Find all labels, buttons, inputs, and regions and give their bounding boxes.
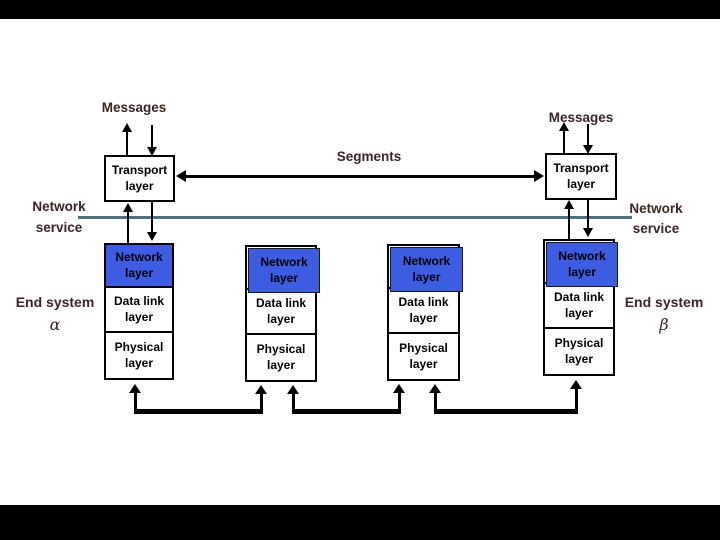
message-down-arrow-left <box>147 125 157 156</box>
transport-layer-box-left: Transport layer <box>104 155 175 202</box>
protocol-stack-router-b: Network layer Data link layer Physical l… <box>387 244 463 381</box>
network-service-label-left-line1: Network <box>32 199 86 214</box>
protocol-stack-end-system-b: Network layer Data link layer Physical l… <box>543 239 618 376</box>
network-service-label-right-line2: service <box>632 221 680 236</box>
protocol-stack-router-a: Network layer Data link layer Physical l… <box>245 245 320 382</box>
data-link-layer-box: Data link layer <box>387 287 460 334</box>
physical-link-line-3 <box>434 409 578 414</box>
end-system-alpha-symbol: α <box>49 315 61 334</box>
network-service-boundary-line <box>78 216 632 219</box>
service-up-arrow-left <box>123 203 133 243</box>
physical-link-arrow-router-b-right <box>429 384 441 414</box>
segments-double-arrow <box>176 170 544 182</box>
data-link-layer-box: Data link layer <box>543 282 615 329</box>
physical-link-arrow-router-b-left <box>393 384 405 414</box>
end-system-beta-symbol: β <box>659 315 669 334</box>
network-service-label-left-line2: service <box>35 220 83 235</box>
letterbox-top <box>0 0 720 19</box>
messages-label-right: Messages <box>548 110 614 125</box>
service-up-arrow-right <box>564 200 574 239</box>
message-up-arrow-left <box>122 123 132 156</box>
network-layer-fill: Network layer <box>248 248 320 293</box>
physical-link-arrow-router-a-left <box>255 385 267 414</box>
physical-layer-box: Physical layer <box>387 332 460 381</box>
service-down-arrow-left <box>147 202 157 241</box>
network-layer-box: Network layer <box>543 239 618 287</box>
physical-link-arrow-router-a-right <box>287 385 299 414</box>
service-down-arrow-right <box>583 200 593 237</box>
message-up-arrow-right <box>559 122 569 153</box>
network-layer-fill: Network layer <box>390 247 463 292</box>
letterbox-bottom <box>0 505 720 540</box>
transport-layer-box-right: Transport layer <box>545 153 617 200</box>
protocol-stack-end-system-a: Network layer Data link layer Physical l… <box>104 243 174 380</box>
physical-layer-box: Physical layer <box>245 333 317 382</box>
network-layer-fill: Network layer <box>546 242 618 287</box>
data-link-layer-box: Data link layer <box>245 288 317 335</box>
physical-layer-box: Physical layer <box>104 331 174 380</box>
end-system-alpha-label: End system <box>15 294 95 310</box>
physical-link-arrow-es-a <box>129 384 141 414</box>
segments-label: Segments <box>336 149 402 164</box>
messages-label-left: Messages <box>101 100 167 115</box>
physical-link-line-2 <box>292 409 401 414</box>
message-down-arrow-right <box>583 124 593 154</box>
network-layer-box: Network layer <box>104 243 174 288</box>
network-layer-box: Network layer <box>245 245 320 293</box>
data-link-layer-box: Data link layer <box>104 286 174 333</box>
physical-layer-box: Physical layer <box>543 327 615 376</box>
physical-link-line-1 <box>134 409 263 414</box>
network-layer-box: Network layer <box>387 244 463 292</box>
end-system-beta-label: End system <box>624 294 704 310</box>
physical-link-arrow-es-b <box>570 380 582 413</box>
network-service-label-right-line1: Network <box>629 201 683 216</box>
